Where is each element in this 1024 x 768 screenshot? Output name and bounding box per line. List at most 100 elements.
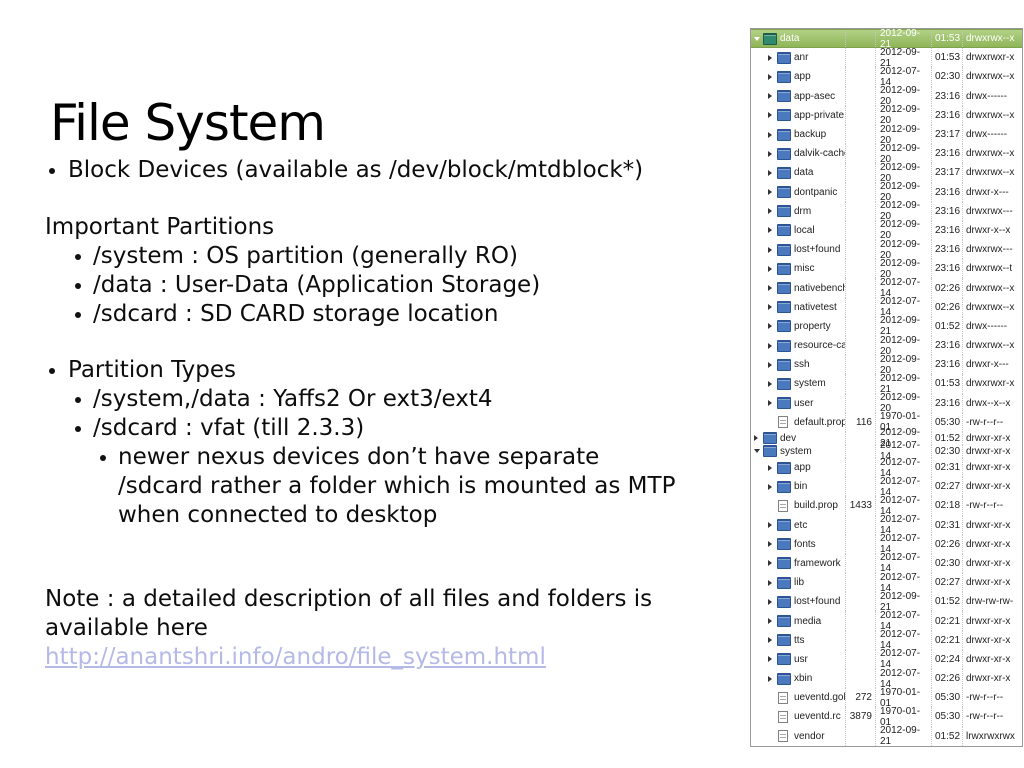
table-row[interactable]: data 2012-09-21 01:53 drwxrwx--x bbox=[751, 29, 1022, 50]
expander-icon[interactable] bbox=[768, 170, 777, 176]
table-row[interactable]: ueventd.rc 3879 1970-01-01 05:30 -rw-r--… bbox=[751, 706, 1022, 728]
row-date: 1970-01-01 bbox=[875, 706, 931, 728]
table-row[interactable]: bin 2012-07-14 02:27 drwxr-xr-x bbox=[751, 476, 1022, 498]
table-row[interactable]: misc 2012-09-20 23:16 drwxrwx--t bbox=[751, 258, 1022, 280]
expander-icon[interactable] bbox=[768, 74, 777, 80]
expander-icon[interactable] bbox=[768, 637, 777, 643]
table-row[interactable]: lost+found 2012-09-21 01:52 drw-rw-rw- bbox=[751, 591, 1022, 613]
table-row[interactable]: dontpanic 2012-09-20 23:16 drwxr-x--- bbox=[751, 181, 1022, 203]
folder-icon bbox=[777, 538, 792, 550]
table-row[interactable]: app-asec 2012-09-20 23:16 drwx------ bbox=[751, 85, 1022, 107]
row-date: 2012-07-14 bbox=[875, 533, 931, 555]
row-date: 2012-09-20 bbox=[875, 124, 931, 146]
row-time: 23:16 bbox=[931, 240, 962, 260]
expander-icon[interactable] bbox=[768, 484, 777, 490]
expander-icon[interactable] bbox=[754, 435, 763, 441]
table-row[interactable]: dalvik-cache 2012-09-20 23:16 drwxrwx--x bbox=[751, 143, 1022, 165]
table-row[interactable]: ueventd.goldfish.rc 272 1970-01-01 05:30… bbox=[751, 687, 1022, 709]
table-row[interactable]: lost+found 2012-09-20 23:16 drwxrwx--- bbox=[751, 239, 1022, 261]
file-system-link[interactable]: http://anantshri.info/andro/file_system.… bbox=[45, 644, 546, 670]
row-size bbox=[845, 477, 875, 497]
table-row[interactable]: drm 2012-09-20 23:16 drwxrwx--- bbox=[751, 200, 1022, 222]
table-row[interactable]: media 2012-07-14 02:21 drwxr-xr-x bbox=[751, 610, 1022, 632]
table-row[interactable]: default.prop 116 1970-01-01 05:30 -rw-r-… bbox=[751, 411, 1022, 433]
table-row[interactable]: property 2012-09-21 01:52 drwx------ bbox=[751, 315, 1022, 337]
table-row[interactable]: user 2012-09-20 23:16 drwx--x--x bbox=[751, 392, 1022, 414]
table-row[interactable]: xbin 2012-07-14 02:26 drwxr-xr-x bbox=[751, 668, 1022, 690]
table-row[interactable]: etc 2012-07-14 02:31 drwxr-xr-x bbox=[751, 514, 1022, 536]
row-date: 2012-07-14 bbox=[875, 476, 931, 498]
table-row[interactable]: system 2012-09-21 01:53 drwxrwxr-x bbox=[751, 373, 1022, 395]
expander-icon[interactable] bbox=[768, 343, 777, 349]
row-time: 02:18 bbox=[931, 496, 962, 516]
expander-icon[interactable] bbox=[768, 93, 777, 99]
row-permissions: -rw-r--r-- bbox=[962, 707, 1022, 727]
table-row[interactable]: backup 2012-09-20 23:17 drwx------ bbox=[751, 124, 1022, 146]
bullet-dot-icon bbox=[49, 368, 55, 374]
expander-icon[interactable] bbox=[768, 323, 777, 329]
row-time: 23:16 bbox=[931, 259, 962, 279]
expander-icon[interactable] bbox=[754, 37, 763, 41]
partitions-header: Important Partitions bbox=[45, 214, 275, 240]
expander-icon[interactable] bbox=[768, 151, 777, 157]
table-row[interactable]: nativetest 2012-07-14 02:26 drwxrwx--x bbox=[751, 296, 1022, 318]
expander-icon[interactable] bbox=[768, 266, 777, 272]
folder-icon bbox=[777, 615, 792, 627]
folder-icon bbox=[777, 109, 792, 121]
expander-icon[interactable] bbox=[754, 449, 763, 453]
expander-icon[interactable] bbox=[768, 580, 777, 586]
table-row[interactable]: usr 2012-07-14 02:24 drwxr-xr-x bbox=[751, 648, 1022, 670]
expander-icon[interactable] bbox=[768, 247, 777, 253]
row-size bbox=[845, 163, 875, 183]
expander-icon[interactable] bbox=[768, 285, 777, 291]
table-row[interactable]: anr 2012-09-21 01:53 drwxrwxr-x bbox=[751, 47, 1022, 69]
expander-icon[interactable] bbox=[768, 400, 777, 406]
table-row[interactable]: resource-cache 2012-09-20 23:16 drwxrwx-… bbox=[751, 335, 1022, 357]
table-row[interactable]: tts 2012-07-14 02:21 drwxr-xr-x bbox=[751, 629, 1022, 651]
table-row[interactable]: app 2012-07-14 02:31 drwxr-xr-x bbox=[751, 457, 1022, 479]
expander-icon[interactable] bbox=[768, 541, 777, 547]
bullet-nexus-note-cont: when connected to desktop bbox=[118, 502, 438, 528]
expander-icon[interactable] bbox=[768, 381, 777, 387]
table-row[interactable]: build.prop 1433 2012-07-14 02:18 -rw-r--… bbox=[751, 495, 1022, 517]
table-row[interactable]: dev 2012-09-21 01:52 drwxr-xr-x bbox=[751, 427, 1022, 449]
expander-icon[interactable] bbox=[768, 227, 777, 233]
row-time: 02:30 bbox=[931, 444, 962, 458]
expander-icon[interactable] bbox=[768, 208, 777, 214]
expander-icon[interactable] bbox=[768, 676, 777, 682]
expander-icon[interactable] bbox=[768, 522, 777, 528]
table-row[interactable]: lib 2012-07-14 02:27 drwxr-xr-x bbox=[751, 572, 1022, 594]
table-row[interactable]: framework 2012-07-14 02:30 drwxr-xr-x bbox=[751, 552, 1022, 574]
table-row[interactable]: local 2012-09-20 23:16 drwxr-x--x bbox=[751, 219, 1022, 241]
row-size bbox=[845, 278, 875, 298]
row-time: 23:16 bbox=[931, 220, 962, 241]
row-time: 23:16 bbox=[931, 182, 962, 202]
table-row[interactable]: app 2012-07-14 02:30 drwxrwx--x bbox=[751, 66, 1022, 88]
bullet-partition-item: /data : User-Data (Application Storage) bbox=[45, 271, 757, 300]
expander-icon[interactable] bbox=[768, 112, 777, 118]
expander-icon[interactable] bbox=[768, 656, 777, 662]
expander-icon[interactable] bbox=[768, 132, 777, 138]
row-permissions: drwxrwx--x bbox=[962, 144, 1022, 164]
table-row[interactable]: data 2012-09-20 23:17 drwxrwx--x bbox=[751, 162, 1022, 184]
table-row[interactable]: fonts 2012-07-14 02:26 drwxr-xr-x bbox=[751, 533, 1022, 555]
table-row[interactable]: vendor 2012-09-21 01:52 lrwxrwxrwx bbox=[751, 725, 1022, 746]
row-permissions: drwxrwx--t bbox=[962, 259, 1022, 279]
row-size bbox=[845, 124, 875, 145]
row-date: 1970-01-01 bbox=[875, 687, 931, 709]
row-date: 2012-09-20 bbox=[875, 258, 931, 280]
expander-icon[interactable] bbox=[768, 55, 777, 61]
expander-icon[interactable] bbox=[768, 362, 777, 368]
expander-icon[interactable] bbox=[768, 618, 777, 624]
row-size bbox=[845, 220, 875, 241]
file-icon bbox=[777, 500, 792, 512]
expander-icon[interactable] bbox=[768, 599, 777, 605]
expander-icon[interactable] bbox=[768, 465, 777, 471]
expander-icon[interactable] bbox=[768, 560, 777, 566]
table-row[interactable]: nativebenchmark 2012-07-14 02:26 drwxrwx… bbox=[751, 277, 1022, 299]
table-row[interactable]: ssh 2012-09-20 23:16 drwxr-x--- bbox=[751, 354, 1022, 376]
expander-icon[interactable] bbox=[768, 189, 777, 195]
table-row[interactable]: app-private 2012-09-20 23:16 drwxrwx--x bbox=[751, 104, 1022, 126]
table-row[interactable]: system 2012-07-14 02:30 drwxr-xr-x bbox=[751, 440, 1022, 462]
expander-icon[interactable] bbox=[768, 304, 777, 310]
